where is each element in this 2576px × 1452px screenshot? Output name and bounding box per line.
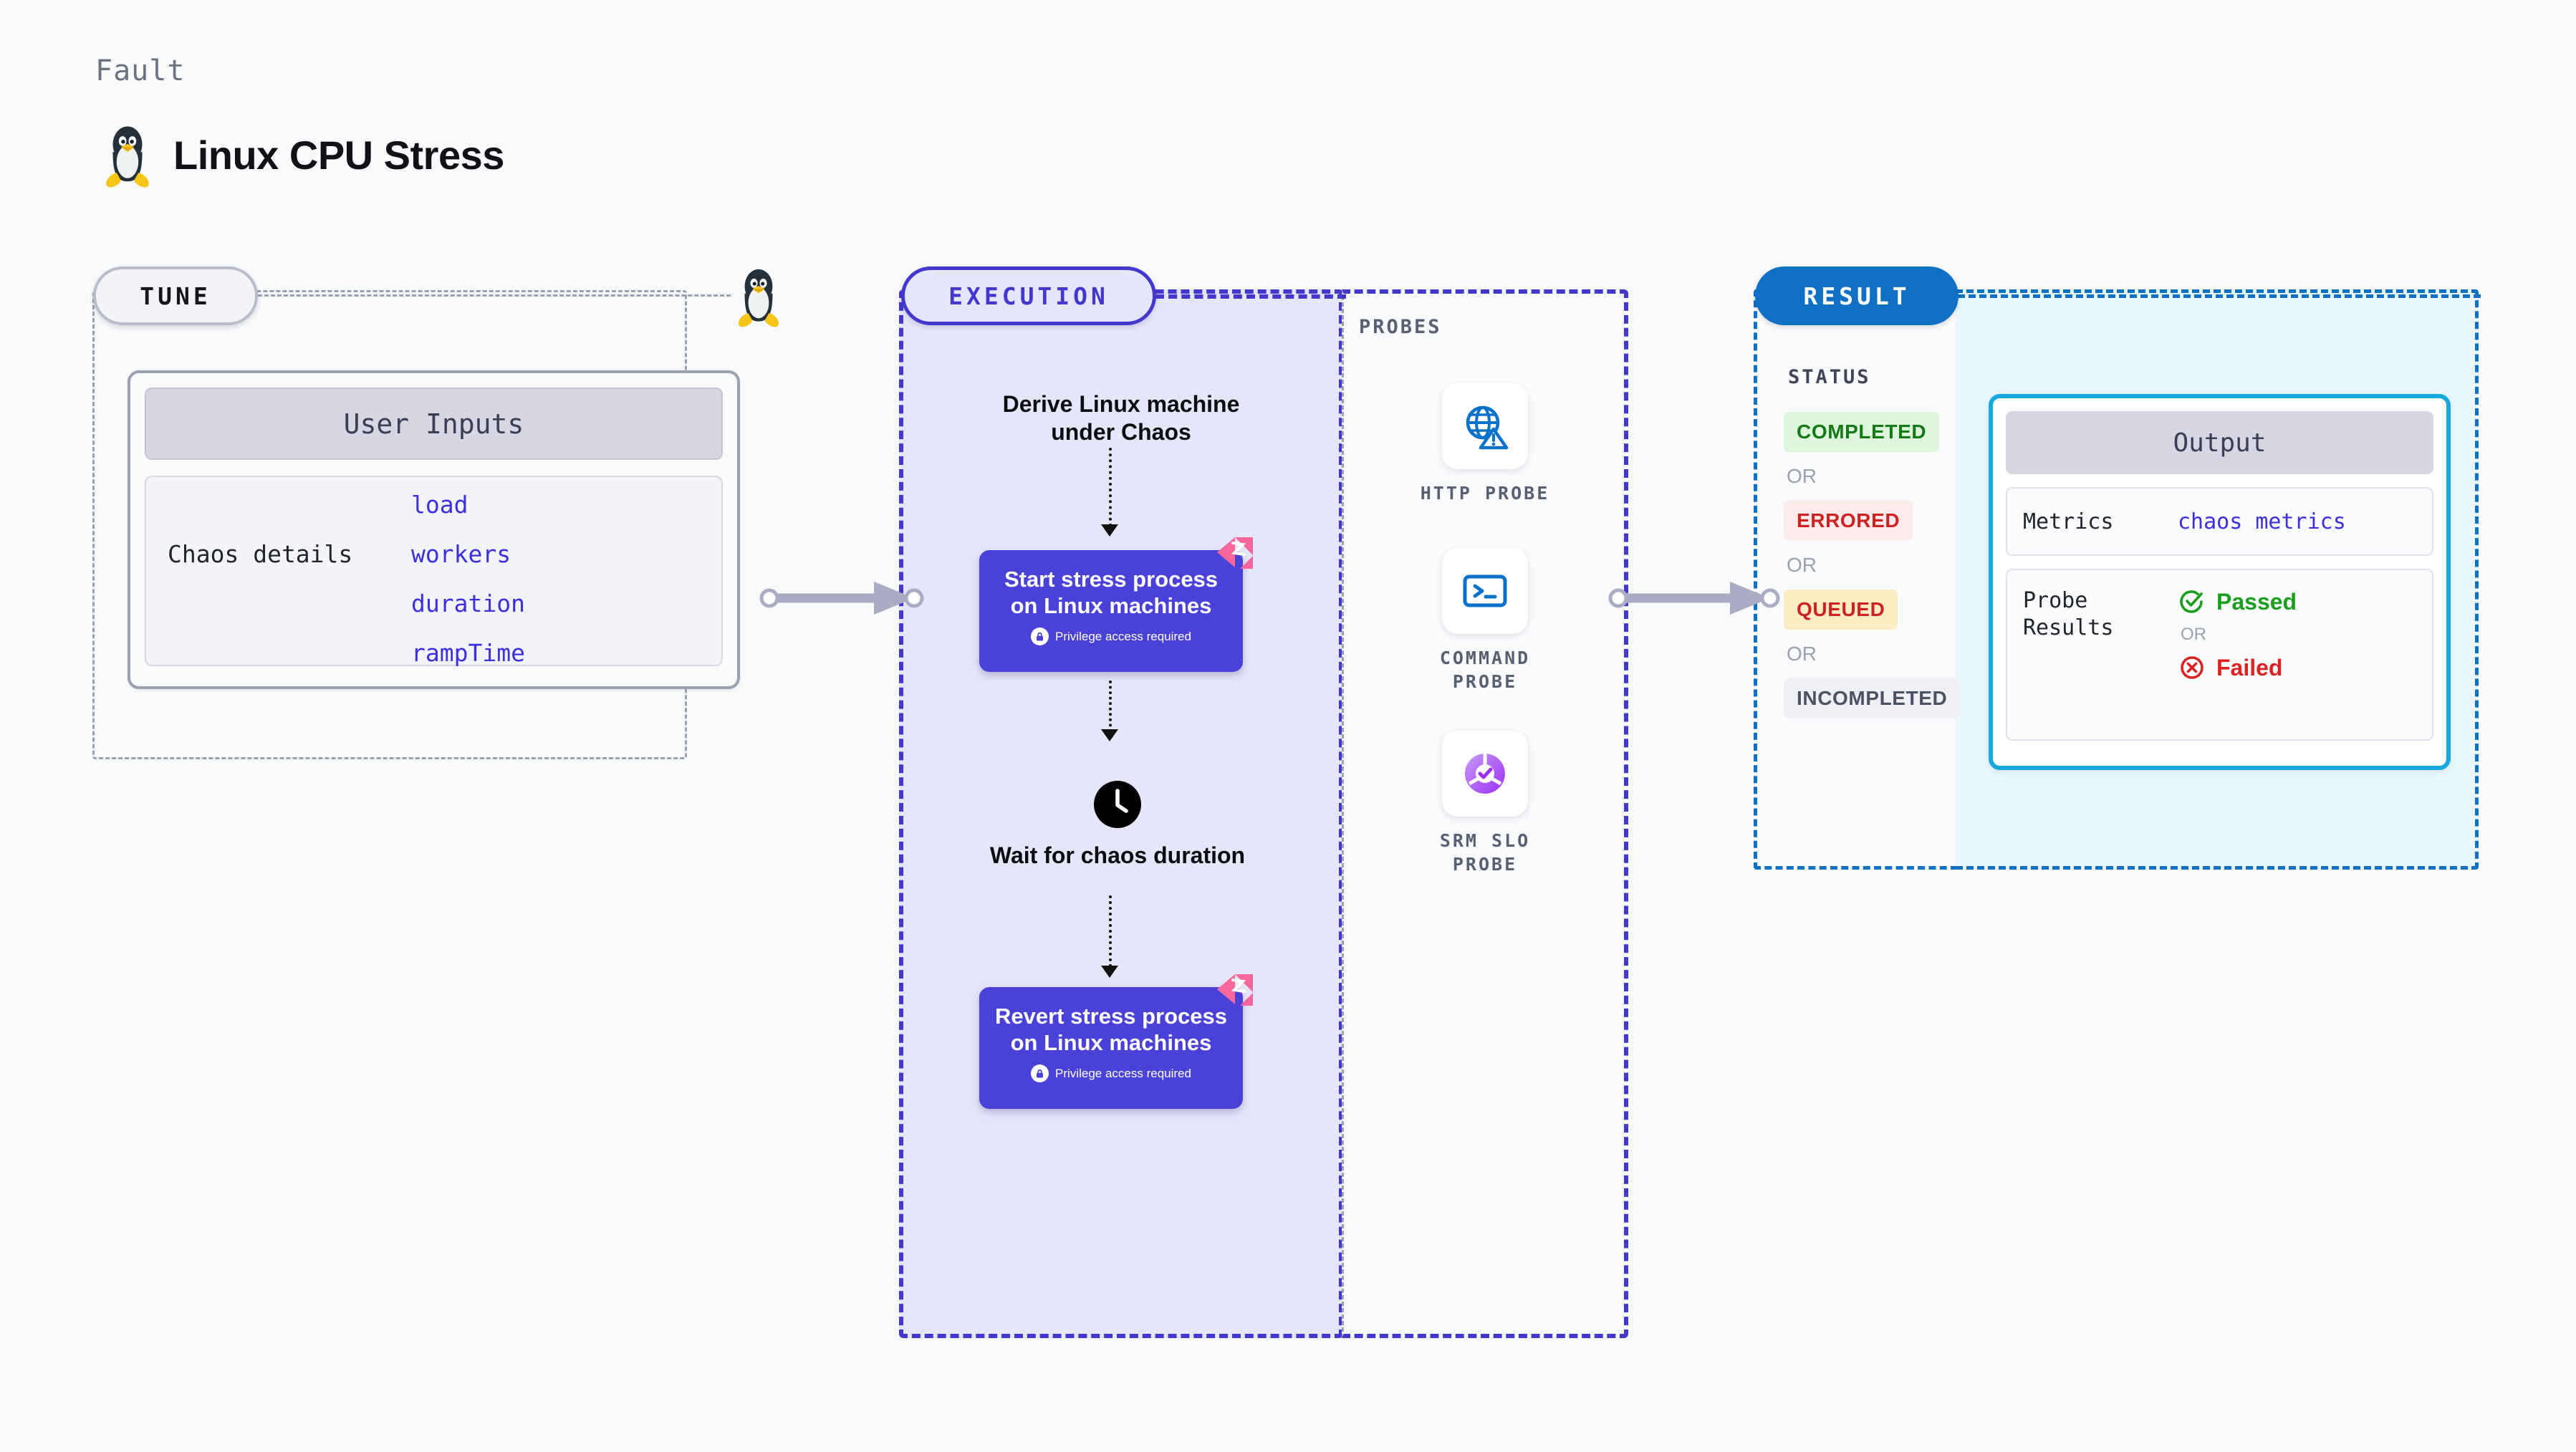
tux-penguin-icon	[733, 264, 784, 330]
litmus-logo-icon	[1217, 537, 1253, 569]
tux-penguin-icon	[100, 120, 155, 189]
user-inputs-header: User Inputs	[145, 388, 723, 460]
status-or-2: OR	[1787, 554, 1817, 576]
connector-execution-to-result	[1608, 582, 1780, 615]
probe-result-failed-label: Failed	[2216, 654, 2283, 681]
connector-tune-to-execution	[759, 582, 924, 615]
probe-result-failed: Failed	[2178, 653, 2297, 682]
status-list: COMPLETED OR ERRORED OR QUEUED OR INCOMP…	[1784, 412, 1961, 718]
tune-pill-connector-line	[258, 294, 731, 297]
flow-connector-2	[1109, 681, 1112, 732]
probe-result-or: OR	[2181, 625, 2206, 644]
status-badge-completed: COMPLETED	[1784, 412, 1940, 452]
page-kicker: Fault	[95, 54, 186, 87]
probe-item-http[interactable]: HTTP PROBE	[1413, 383, 1557, 506]
probe-results-row: Probe Results Passed OR Failed	[2006, 569, 2433, 741]
litmus-logo-icon	[1217, 974, 1253, 1006]
globe-warning-icon	[1442, 383, 1528, 469]
probes-section-label: PROBES	[1359, 316, 1442, 338]
task-revert-title: Revert stress process on Linux machines	[995, 1004, 1227, 1056]
slo-donut-check-icon	[1442, 731, 1528, 817]
lock-icon	[1031, 628, 1049, 646]
task-start-stress[interactable]: Start stress process on Linux machines P…	[979, 537, 1253, 672]
probe-item-command[interactable]: COMMAND PROBE	[1413, 548, 1557, 693]
chaos-details-values: load workers duration rampTime	[411, 493, 525, 665]
probe-caption-srm-slo: SRM SLO PROBE	[1439, 830, 1531, 875]
chaos-details-label: Chaos details	[168, 540, 353, 568]
chaos-details-box: Chaos details load workers duration ramp…	[145, 476, 723, 666]
stage-pill-execution[interactable]: EXECUTION	[901, 266, 1156, 325]
chaos-detail-ramptime: rampTime	[411, 639, 525, 667]
probe-caption-command: COMMAND PROBE	[1439, 648, 1531, 692]
probe-item-srm-slo[interactable]: SRM SLO PROBE	[1413, 731, 1557, 876]
metrics-label: Metrics	[2023, 509, 2114, 534]
status-section-label: STATUS	[1788, 366, 1871, 388]
execution-pill-connector-line	[1155, 294, 1346, 299]
flow-connector-3	[1109, 895, 1112, 967]
task-revert-stress[interactable]: Revert stress process on Linux machines …	[979, 974, 1253, 1109]
derive-node-label: Derive Linux machine under Chaos	[1002, 391, 1240, 446]
probe-result-passed-label: Passed	[2216, 588, 2297, 615]
task-start-title: Start stress process on Linux machines	[1004, 567, 1219, 619]
wait-node-label: Wait for chaos duration	[989, 842, 1246, 868]
chaos-detail-duration: duration	[411, 590, 525, 617]
status-or-3: OR	[1787, 643, 1817, 665]
probe-result-passed: Passed	[2178, 587, 2297, 616]
output-header: Output	[2006, 411, 2433, 474]
probe-results-values: Passed OR Failed	[2178, 587, 2297, 739]
user-inputs-card: User Inputs Chaos details load workers d…	[128, 370, 740, 689]
clock-icon	[1094, 781, 1141, 828]
terminal-prompt-icon	[1442, 548, 1528, 634]
chaos-detail-workers: workers	[411, 540, 511, 568]
stage-pill-result[interactable]: RESULT	[1755, 266, 1959, 325]
status-badge-errored: ERRORED	[1784, 501, 1913, 541]
flow-arrowhead-2	[1101, 729, 1118, 741]
check-circle-icon	[2180, 590, 2203, 613]
task-start-privilege-label: Privilege access required	[1055, 629, 1191, 643]
flow-arrowhead-3	[1101, 966, 1118, 978]
result-pill-connector-line	[1958, 294, 2481, 298]
status-or-1: OR	[1787, 465, 1817, 487]
status-badge-incompleted: INCOMPLETED	[1784, 678, 1961, 718]
task-revert-privilege-label: Privilege access required	[1055, 1066, 1191, 1080]
page-title-row: Linux CPU Stress	[100, 120, 504, 189]
page-title: Linux CPU Stress	[173, 132, 504, 178]
flow-arrowhead-1	[1101, 524, 1118, 537]
task-revert-privilege: Privilege access required	[991, 1064, 1231, 1083]
flow-connector-1	[1109, 448, 1112, 527]
metrics-row: Metrics chaos metrics	[2006, 487, 2433, 556]
chaos-detail-load: load	[411, 491, 468, 519]
metrics-value: chaos metrics	[2178, 509, 2346, 534]
probe-caption-http: HTTP PROBE	[1420, 483, 1550, 504]
output-card: Output Metrics chaos metrics Probe Resul…	[1989, 394, 2451, 770]
task-start-privilege: Privilege access required	[991, 628, 1231, 646]
status-badge-queued: QUEUED	[1784, 590, 1898, 630]
lock-icon	[1031, 1064, 1049, 1083]
stage-pill-tune[interactable]: TUNE	[93, 266, 258, 325]
result-status-panel	[1754, 289, 1958, 870]
x-circle-icon	[2181, 656, 2203, 679]
probe-results-label: Probe Results	[2023, 588, 2114, 640]
